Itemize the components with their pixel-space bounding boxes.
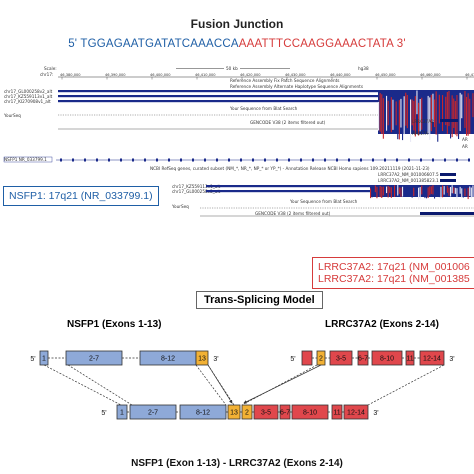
seq-3prime: 3'	[396, 38, 406, 50]
fusion-exon-label: 13	[230, 410, 238, 417]
lrrc-5prime: 5'	[290, 356, 295, 363]
mapping-line	[367, 364, 445, 406]
trans-splicing-diagram: 5' 3' 1 2-7 8-12 13 5' 3' 2 3-5 6-7 8-10 11 12-14 5' 3'…	[30, 350, 455, 420]
ruler-ticks: 46,380,000 46,390,000 46,400,000 46,410,000…	[60, 73, 474, 80]
lrrc37a2-callout: LRRC37A2: 17q21 (NM_001006 LRRC37A2: 17q…	[312, 257, 474, 289]
ruler-tick-label: 46,430,000	[285, 73, 306, 77]
refseq-track-label: NCBI RefSeq genes, curated subset (NM_*,…	[150, 166, 430, 171]
lrrc37a2-exon	[419, 350, 445, 366]
lrrc-nm2-label: LRRC37A2_NM_001385823.1	[378, 178, 439, 183]
lrrc-nm1-label: LRRC37A2_NM_001006607.5	[378, 172, 439, 177]
gencode2-track-label: GENCODE V38 (2 items filtered out)	[255, 211, 331, 216]
lrrc-3prime: 3'	[449, 356, 454, 363]
lrrc37a2-exon-label: 2	[319, 356, 323, 363]
lrrc37a2-callout-line2: LRRC37A2: 17q21 (NM_001385	[318, 273, 470, 285]
fusion-exon-label: 3-5	[261, 410, 271, 417]
seq-nsfp1: TGGAGAATGATATCAAACCA	[80, 38, 239, 50]
nsfp1-5prime: 5'	[30, 356, 35, 363]
splice-arrow	[207, 364, 233, 404]
gencode-track-label: GENCODE V38 (2 items filtered out)	[250, 120, 326, 125]
fusion-caption: NSFP1 (Exon 1-13) - LRRC37A2 (Exons 2-14…	[131, 458, 343, 469]
ar-label-1: AR	[462, 137, 468, 142]
scale-value: 50 kb	[226, 66, 238, 71]
blat-track-label: Your Sequence from Blat Search	[229, 106, 298, 111]
genome-browser-view: Scale: 50 kb hg38 chr17: 46,380,000 46,39…	[0, 64, 474, 260]
seq-lrrc37a2: AAATTTCCAAGGAAACTATA	[238, 38, 394, 50]
trans-splicing-title: Trans-Splicing Model	[196, 291, 323, 309]
patch-track-label: Reference Assembly Fix Patch Sequence Al…	[230, 78, 339, 83]
nsfp1-title: NSFP1 (Exons 1-13)	[67, 319, 162, 330]
chr17-gl2-label: chr17_GL000258v2_alt	[172, 189, 221, 194]
fusion-5prime: 5'	[101, 410, 106, 417]
lrrc37a2-callout-line1: LRRC37A2: 17q21 (NM_001006	[318, 261, 470, 273]
ruler-tick-label: 46,450,000	[375, 73, 396, 77]
lrrc37a2-exon	[301, 350, 313, 366]
mapping-line	[67, 364, 133, 406]
fusion-exon-label: 1	[120, 410, 124, 417]
ruler-tick-label: 46,420,000	[240, 73, 261, 77]
chr17-kz-label: chr17_KZ559113v1_alt	[4, 94, 53, 99]
ruler-tick-label: 46,380,000	[60, 73, 81, 77]
lrrc37a2-exon-label: 3-5	[336, 356, 346, 363]
nsfp1-exon	[195, 350, 209, 366]
arl17a-label: ARL17A	[412, 131, 428, 136]
fusion-junction-title: Fusion Junction	[190, 17, 284, 31]
ruler-tick-label: 46,390,000	[105, 73, 126, 77]
fusion-exon-label: 12-14	[347, 410, 365, 417]
chr17-kz2-label: chr17_KZ559113v1_alt	[172, 184, 221, 189]
fusion-3prime: 3'	[373, 410, 378, 417]
blat-track-label-2: Your Sequence from Blat Search	[289, 199, 358, 204]
chr17-gl-label: chr17_GL000258v2_alt	[4, 89, 53, 94]
mapping-line	[241, 364, 318, 406]
fusion-exon-label: 8-12	[196, 410, 210, 417]
lrrc37a2-exon-label: 8-10	[380, 356, 394, 363]
ruler-tick-label: 46,460,000	[420, 73, 441, 77]
mapping-line	[195, 364, 227, 406]
splice-arrow	[243, 364, 322, 404]
ar-label-2: AR	[462, 144, 468, 149]
scale-label: Scale:	[44, 66, 57, 71]
ruler-tick-label: 46,410,000	[195, 73, 216, 77]
ruler-tick-label: 46,470,000	[465, 73, 474, 77]
lrrc37a2-title: LRRC37A2 (Exons 2-14)	[325, 319, 439, 330]
nsfp1-callout: NSFP1: 17q21 (NR_033799.1)	[3, 186, 159, 206]
fusion-exon-label: 2-7	[148, 410, 158, 417]
ruler-tick-label: 46,400,000	[150, 73, 171, 77]
chrom-label: chr17:	[40, 72, 53, 77]
nsfp1-3prime: 3'	[213, 356, 218, 363]
fusion-exon-label: 6-7	[280, 410, 290, 417]
fusion-exon-label: 8-10	[303, 410, 317, 417]
lrrc37a2-gene-label: LRRC37A2	[412, 119, 434, 124]
nsfp1-exon-label: 8-12	[161, 356, 175, 363]
nsfp1-track-label: NSFP1 NR_033799.1	[4, 157, 47, 162]
fusion-exon-label: 2	[245, 410, 249, 417]
ruler-tick-label: 46,440,000	[330, 73, 351, 77]
lrrc37a2-exon-label: 6-7	[358, 356, 368, 363]
nsfp1-exon-label: 2-7	[89, 356, 99, 363]
junction-sequence: 5' TGGAGAATGATATCAAACCAAAATTTCCAAGGAAACT…	[0, 38, 474, 50]
lrrc37a2-exon-label: 12-14	[423, 356, 441, 363]
yourseq-label: YourSeq	[3, 113, 21, 118]
mapping-line	[43, 364, 122, 406]
yourseq2-label: YourSeq	[171, 204, 189, 209]
seq-5prime: 5'	[68, 38, 78, 50]
nsfp1-exon-label: 1	[42, 356, 46, 363]
assembly-label: hg38	[358, 66, 369, 71]
chr17-ki-label: chr17_KI270908v1_alt	[4, 99, 51, 104]
fusion-exon-label: 11	[333, 410, 340, 417]
nsfp1-exon-label: 13	[198, 356, 206, 363]
alt-track-label: Reference Assembly Alternate Haplotype S…	[230, 84, 363, 89]
lrrc37a2-exon-label: 11	[406, 356, 413, 363]
